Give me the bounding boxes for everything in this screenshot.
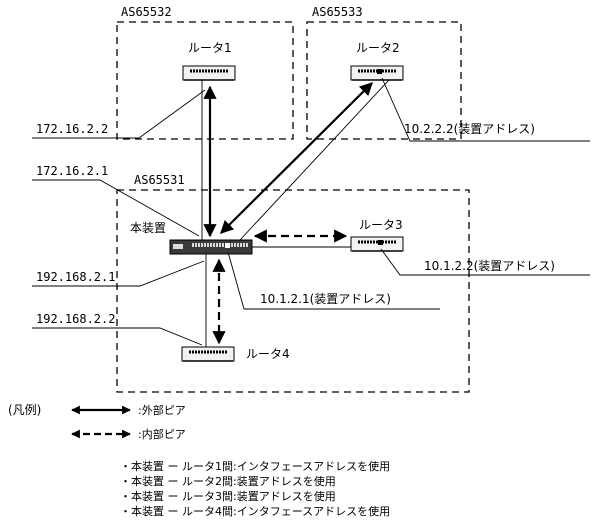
legend: (凡例) :外部ピア :内部ピア: [8, 403, 186, 441]
router3-label: ルータ3: [359, 218, 403, 232]
router3-device: [350, 236, 404, 252]
legend-title: (凡例): [8, 403, 41, 417]
self-device: [169, 239, 253, 255]
router4-label: ルータ4: [246, 347, 290, 361]
as65533-area: [306, 21, 462, 140]
leader-172-16-2-2: [32, 89, 206, 139]
note-3: ・本装置 ー ルータ3間:装置アドレスを使用: [120, 489, 336, 503]
leader-192-168-2-1: [32, 260, 205, 287]
as65533-label: AS65533: [312, 5, 363, 19]
as65531-label: AS65531: [134, 173, 185, 187]
self-device-label: 本装置: [130, 221, 166, 235]
external-peer-arrow-router2: [220, 82, 373, 234]
notes: ・本装置 ー ルータ1間:インタフェースアドレスを使用 ・本装置 ー ルータ2間…: [120, 459, 390, 518]
router1-label: ルータ1: [188, 41, 232, 55]
addr-10-1-2-2: 10.1.2.2(装置アドレス): [424, 259, 555, 273]
addr-10-1-2-1: 10.1.2.1(装置アドレス): [260, 292, 391, 306]
as65532-area: [116, 21, 294, 140]
leader-172-16-2-1: [32, 179, 200, 237]
addr-10-2-2-2: 10.2.2.2(装置アドレス): [404, 122, 535, 136]
addr-192-168-2-2: 192.168.2.2: [36, 312, 115, 326]
addr-172-16-2-1: 172.16.2.1: [36, 164, 108, 178]
note-2: ・本装置 ー ルータ2間:装置アドレスを使用: [120, 474, 336, 488]
as65532-label: AS65532: [121, 5, 172, 19]
note-1: ・本装置 ー ルータ1間:インタフェースアドレスを使用: [120, 459, 390, 473]
router4-device: [181, 346, 235, 362]
router2-label: ルータ2: [356, 41, 400, 55]
legend-internal-label: :内部ピア: [138, 427, 186, 441]
legend-external-label: :外部ピア: [138, 403, 186, 417]
leader-10-1-2-2: [380, 248, 590, 276]
addr-172-16-2-2: 172.16.2.2: [36, 122, 108, 136]
router2-device: [350, 65, 404, 81]
leader-10-2-2-2: [381, 77, 590, 142]
note-4: ・本装置 ー ルータ4間:インタフェースアドレスを使用: [120, 504, 390, 518]
leader-192-168-2-2: [32, 327, 203, 346]
as65531-area: [116, 189, 470, 393]
leader-10-1-2-1: [227, 251, 440, 310]
link-self-router2: [239, 79, 390, 241]
addr-192-168-2-1: 192.168.2.1: [36, 270, 115, 284]
router1-device: [182, 65, 236, 81]
